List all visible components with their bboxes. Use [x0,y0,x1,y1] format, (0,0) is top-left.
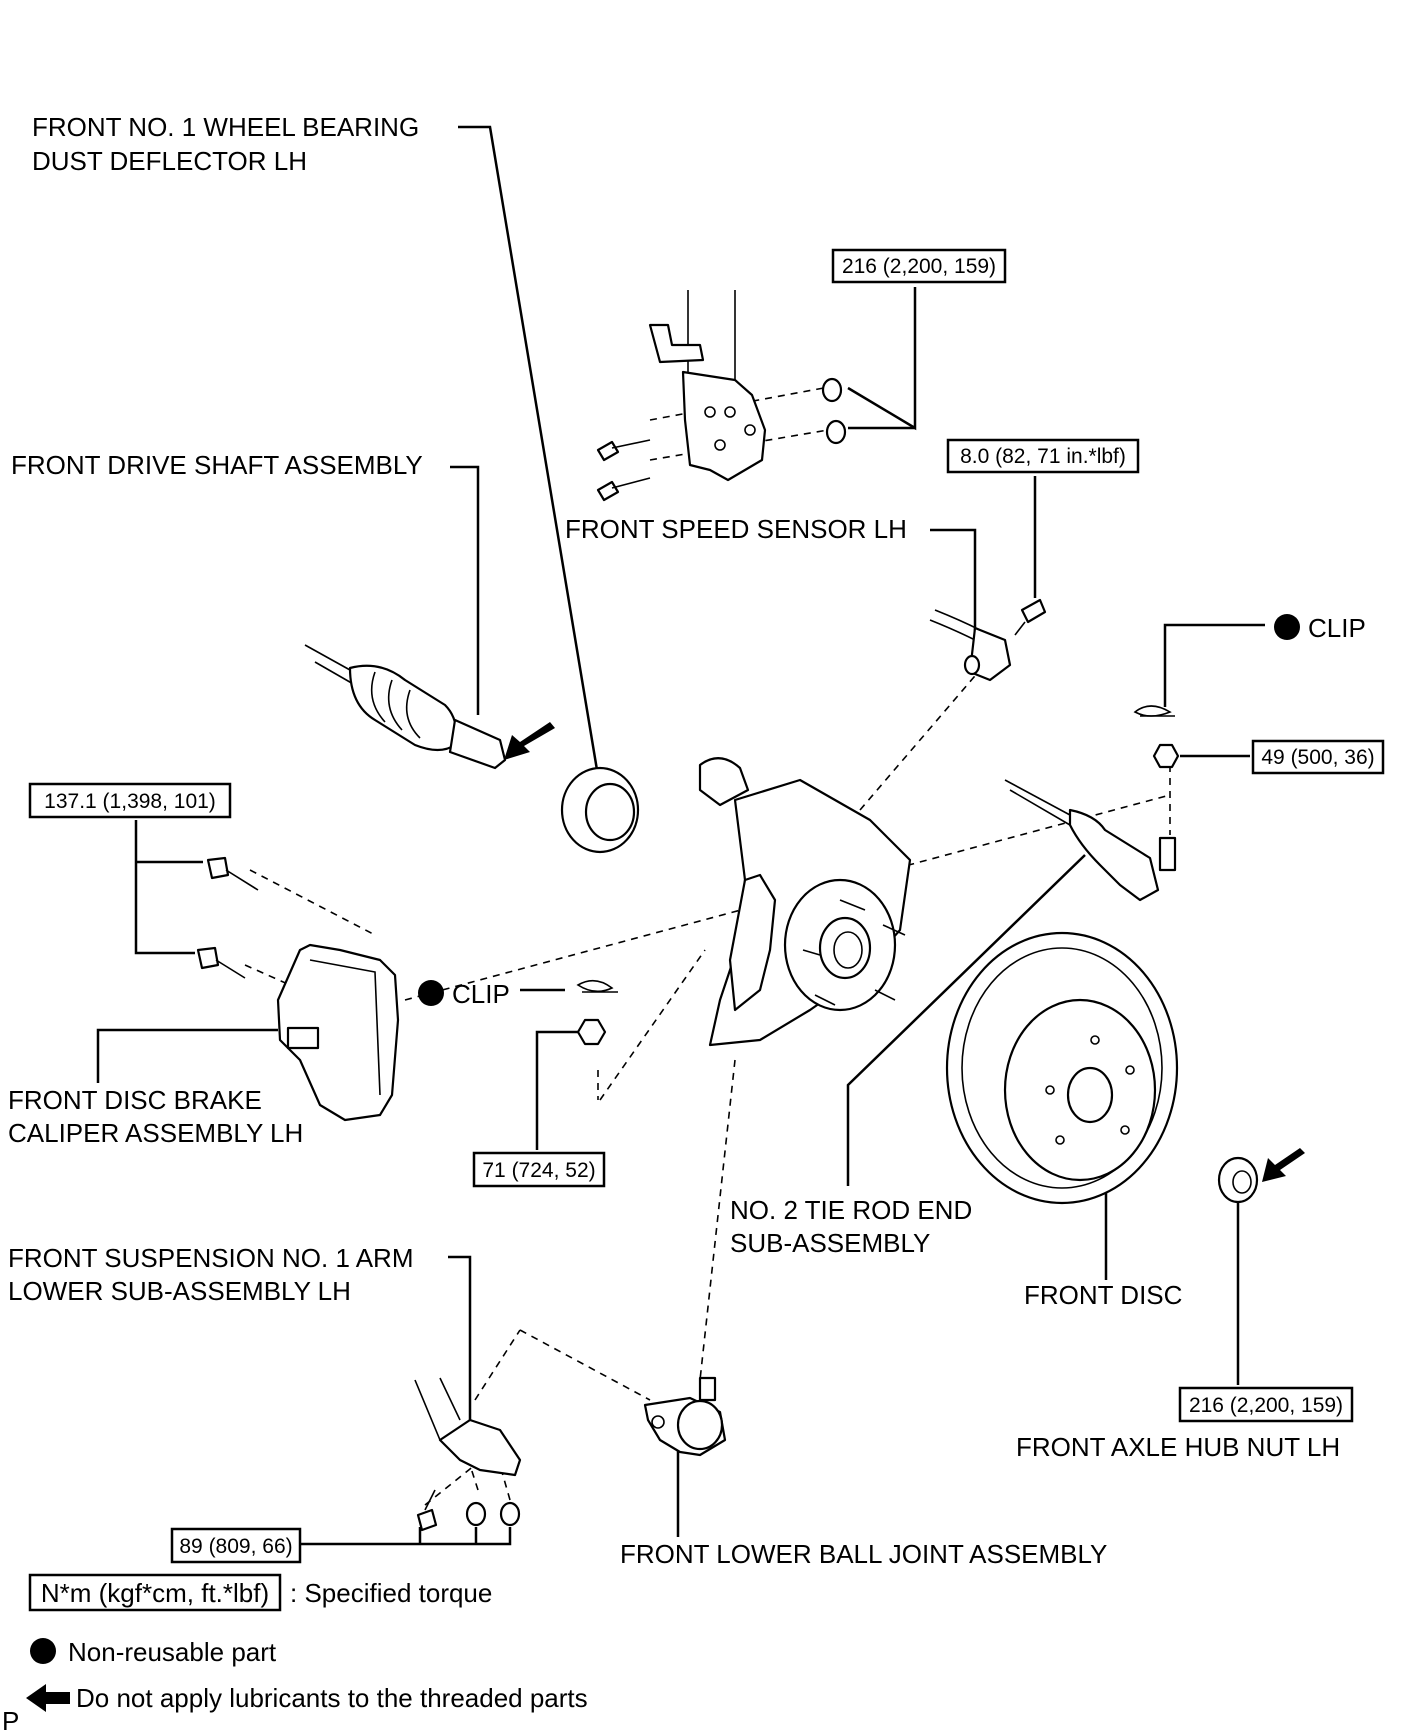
torque-strut-bolts: 216 (2,200, 159) [831,248,1007,284]
drive-shaft [304,644,507,770]
clip-center-part [576,979,618,993]
arm-nut [465,1501,521,1527]
caliper-bolt [196,856,259,979]
tie-rod-end [1004,779,1177,902]
torque-arm-bolts: 89 (809, 66) [170,1527,302,1564]
legend-no-lubricant: Do not apply lubricants to the threaded … [76,1683,588,1713]
legend-unit: N*m (kgf*cm, ft.*lbf) [41,1578,269,1608]
legend-nonreusable: Non-reusable part [68,1637,277,1667]
arrow-icon [1262,1148,1305,1182]
label-lower-arm-line2: LOWER SUB-ASSEMBLY LH [8,1276,351,1306]
corner-mark: P [2,1706,19,1734]
svg-text:137.1 (1,398, 101): 137.1 (1,398, 101) [44,790,216,813]
lower-arm [414,1377,522,1477]
label-dust-deflector-line1: FRONT NO. 1 WHEEL BEARING [32,112,419,142]
strut-bolt [596,439,651,502]
svg-text:216 (2,200, 159): 216 (2,200, 159) [1189,1394,1343,1417]
front-disc-part [945,931,1179,1205]
legend: N*m (kgf*cm, ft.*lbf) : Specified torque… [2,1573,588,1734]
torque-speed-sensor-bolt: 8.0 (82, 71 in.*lbf) [946,438,1140,474]
arm-bolt [416,1489,438,1532]
brake-caliper [276,943,400,1122]
legend-unit-description: : Specified torque [290,1578,492,1608]
label-tie-rod-end-line2: SUB-ASSEMBLY [730,1228,930,1258]
ball-joint [643,1376,727,1457]
tie-rod-nut [1152,743,1180,769]
label-front-disc: FRONT DISC [1024,1280,1182,1310]
legend-unit-box [28,1573,282,1612]
wheel-hub [783,878,906,1012]
strut-nut [821,377,847,445]
torque-caliper-bolts: 137.1 (1,398, 101) [28,782,232,819]
clip-right-part [1133,705,1175,717]
svg-text:71 (724, 52): 71 (724, 52) [482,1159,595,1182]
speed-sensor [929,609,1012,682]
arrow-icon [504,722,555,760]
black-dot-icon [418,980,444,1006]
strut-assembly [648,290,767,482]
hub-nut-part [1217,1156,1259,1204]
label-clip-center: CLIP [452,979,510,1009]
svg-text:216 (2,200, 159): 216 (2,200, 159) [842,255,996,278]
label-dust-deflector-line2: DUST DEFLECTOR LH [32,146,307,176]
label-brake-caliper-line1: FRONT DISC BRAKE [8,1085,262,1115]
svg-text:89 (809, 66): 89 (809, 66) [179,1535,292,1558]
label-speed-sensor: FRONT SPEED SENSOR LH [565,514,907,544]
black-dot-icon [1274,614,1300,640]
svg-text:8.0 (82, 71 in.*lbf): 8.0 (82, 71 in.*lbf) [960,445,1126,468]
no-lubricant-arrow-icon [26,1684,70,1712]
torque-ball-joint-nut: 71 (724, 52) [472,1151,606,1188]
torque-tie-rod-nut: 49 (500, 36) [1251,739,1385,775]
label-axle-hub-nut: FRONT AXLE HUB NUT LH [1016,1432,1340,1462]
part-labels: FRONT NO. 1 WHEEL BEARING DUST DEFLECTOR… [8,112,1366,1569]
svg-text:49 (500, 36): 49 (500, 36) [1261,746,1374,769]
nonreusable-dot-icon [30,1638,56,1664]
speed-sensor-bolt [1014,598,1047,636]
label-tie-rod-end-line1: NO. 2 TIE ROD END [730,1195,972,1225]
label-clip-right: CLIP [1308,613,1366,643]
label-ball-joint: FRONT LOWER BALL JOINT ASSEMBLY [620,1539,1107,1569]
label-drive-shaft: FRONT DRIVE SHAFT ASSEMBLY [11,450,423,480]
label-brake-caliper-line2: CALIPER ASSEMBLY LH [8,1118,303,1148]
label-lower-arm-line1: FRONT SUSPENSION NO. 1 ARM [8,1243,413,1273]
torque-hub-nut: 216 (2,200, 159) [1178,1386,1354,1423]
dust-deflector [560,766,640,854]
ball-joint-nut [576,1018,607,1046]
torque-boxes: 216 (2,200, 159) 8.0 (82, 71 in.*lbf) 49… [28,248,1385,1564]
leader-lines [96,125,1265,1546]
